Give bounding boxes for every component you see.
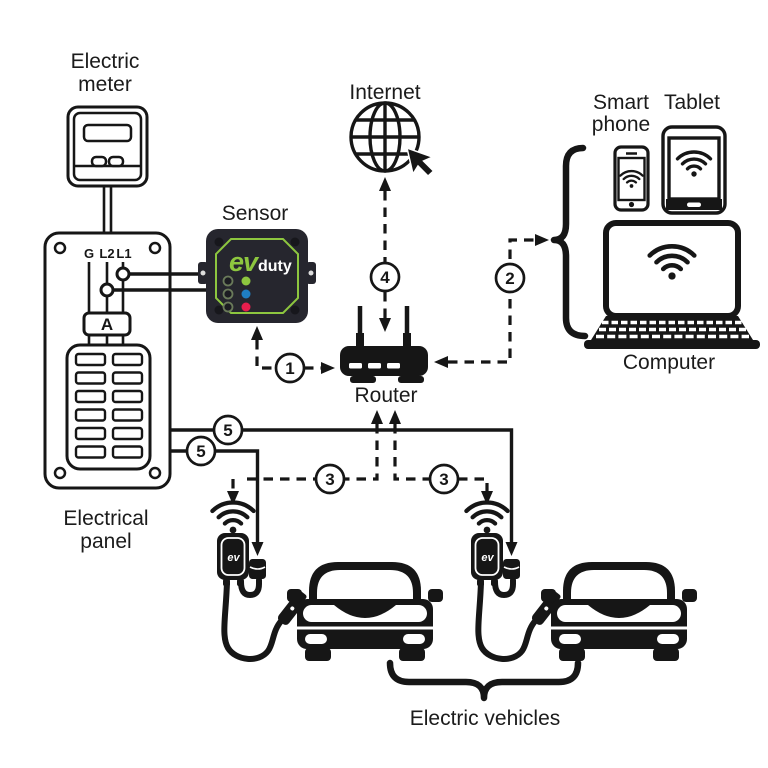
laptop-icon: Computer	[584, 220, 760, 374]
electric-car-right	[541, 562, 697, 661]
devices-brace	[550, 144, 589, 340]
badge-step-5-bottom: 5	[185, 435, 217, 467]
svg-text:4: 4	[380, 268, 390, 287]
svg-text:5: 5	[223, 421, 232, 440]
computer-label: Computer	[623, 351, 715, 374]
electrical-panel-label-line2: panel	[80, 530, 131, 553]
wire-label-l1: L1	[116, 246, 131, 261]
badge-step-3-right: 3	[428, 463, 460, 495]
badge-step-5-top: 5	[212, 414, 244, 446]
internet-globe-icon: Internet	[349, 81, 435, 178]
svg-text:3: 3	[439, 470, 448, 489]
electric-meter-label-line2: meter	[78, 73, 132, 96]
electric-meter-label-line1: Electric	[71, 50, 140, 73]
sensor-icon: Sensor ev duty	[198, 202, 316, 323]
svg-text:5: 5	[196, 442, 205, 461]
cursor-icon	[405, 146, 435, 178]
tablet-icon: Tablet	[661, 91, 727, 215]
smart-phone-label-line1: Smart	[593, 91, 649, 114]
electric-vehicles-label: Electric vehicles	[410, 707, 561, 730]
smart-phone-label-line2: phone	[592, 113, 650, 136]
connection-2-line	[434, 234, 549, 368]
router-label: Router	[354, 384, 417, 407]
svg-text:1: 1	[285, 359, 294, 378]
sensor-led-indicators	[222, 275, 251, 313]
badge-step-4: 4	[369, 261, 401, 293]
meter-box-label: A	[101, 315, 113, 334]
smartphone-icon: Smart phone	[592, 91, 650, 212]
electrical-panel-icon: G L2 L1 A Electrical panel	[43, 231, 206, 553]
internet-label: Internet	[349, 81, 420, 104]
sensor-brand-duty: duty	[258, 258, 292, 275]
tablet-label: Tablet	[664, 91, 720, 114]
electrical-panel-label-line1: Electrical	[63, 507, 148, 530]
sensor-label: Sensor	[222, 202, 289, 225]
badge-step-3-left: 3	[314, 463, 346, 495]
svg-text:2: 2	[505, 269, 514, 288]
breaker-rows	[74, 352, 144, 459]
svg-text:3: 3	[325, 470, 334, 489]
connection-1-line	[251, 326, 335, 374]
ev-charger-right	[466, 502, 563, 658]
wire-label-l2: L2	[99, 246, 114, 261]
sensor-brand-ev: ev	[229, 247, 260, 277]
wire-label-g: G	[84, 246, 94, 261]
badge-step-1: 1	[274, 352, 306, 384]
connection-3-lines	[227, 410, 493, 505]
electric-car-left	[287, 562, 443, 661]
connection-4-line	[379, 177, 391, 332]
ev-charger-left	[212, 502, 309, 658]
router-icon: Router	[340, 306, 428, 407]
vehicles-brace	[386, 659, 582, 702]
badge-step-2: 2	[494, 262, 526, 294]
electric-meter-icon: Electric meter	[66, 50, 149, 234]
